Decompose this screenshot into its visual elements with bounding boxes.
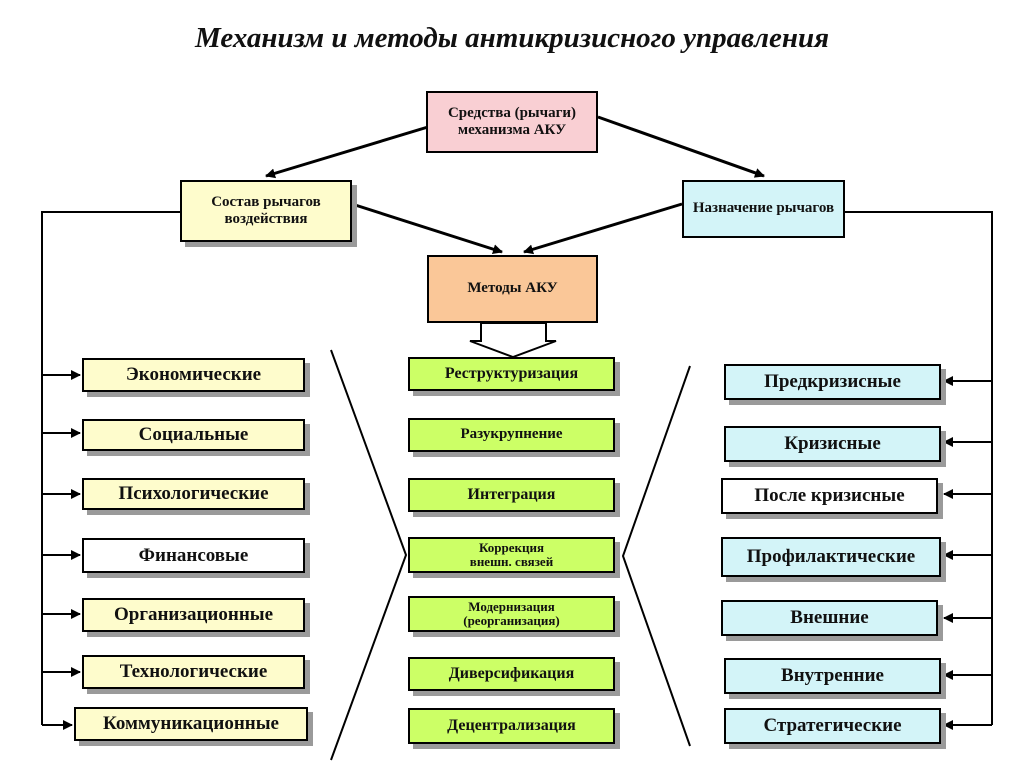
left-item: Технологические <box>82 655 305 689</box>
left-item-label: Социальные <box>138 424 249 446</box>
center-item-label: Коррекция внешн. связей <box>469 540 554 569</box>
left-item: Коммуникационные <box>74 707 308 741</box>
right-item: Внутренние <box>724 658 941 694</box>
right-item: После кризисные <box>721 478 938 514</box>
center-item-label: Реструктуризация <box>444 364 579 382</box>
purpose-box: Назначение рычагов <box>682 180 845 238</box>
left-angle-bracket <box>330 349 408 761</box>
arrow-means-to-purpose <box>597 115 765 178</box>
right-item: Кризисные <box>724 426 941 462</box>
methods-box: Методы АКУ <box>427 255 598 323</box>
center-item-label: Диверсификация <box>448 664 575 682</box>
purpose-label: Назначение рычагов <box>692 200 835 217</box>
left-item-label: Психологические <box>118 483 269 505</box>
left-item-label: Экономические <box>125 364 262 386</box>
arrow-purpose-to-methods <box>523 202 683 255</box>
right-item-label: Предкризисные <box>764 371 901 393</box>
left-item-label: Технологические <box>119 661 268 683</box>
means-box: Средства (рычаги) механизма АКУ <box>426 91 598 153</box>
left-item: Финансовые <box>82 538 305 573</box>
center-item: Коррекция внешн. связей <box>408 537 615 573</box>
right-item-label: Стратегические <box>763 715 902 737</box>
methods-down-arrow <box>469 322 557 359</box>
right-item: Профилактические <box>721 537 941 577</box>
page-title: Механизм и методы антикризисного управле… <box>194 22 830 54</box>
center-item: Реструктуризация <box>408 357 615 391</box>
arrow-means-to-composition <box>265 125 429 179</box>
left-item-label: Организационные <box>113 604 274 626</box>
center-item-label: Децентрализация <box>447 716 576 734</box>
composition-box: Состав рычагов воздействия <box>180 180 352 242</box>
center-item: Диверсификация <box>408 657 615 691</box>
left-item-label: Финансовые <box>138 544 249 566</box>
left-item-label: Коммуникационные <box>103 713 279 735</box>
left-item: Экономические <box>82 358 305 392</box>
right-item-label: Внешние <box>790 607 869 629</box>
right-item: Внешние <box>721 600 938 636</box>
right-angle-bracket <box>621 365 691 747</box>
center-item-label: Интеграция <box>467 485 556 503</box>
left-item: Психологические <box>82 478 305 510</box>
arrow-composition-to-methods <box>351 202 503 255</box>
center-item-label: Разукрупнение <box>460 426 563 443</box>
center-item: Децентрализация <box>408 708 615 744</box>
means-label: Средства (рычаги) механизма АКУ <box>447 104 577 138</box>
methods-label: Методы АКУ <box>467 280 558 297</box>
composition-label: Состав рычагов воздействия <box>211 193 321 227</box>
center-item-label: Модернизация (реорганизация) <box>463 599 560 628</box>
right-item-label: Внутренние <box>781 665 884 687</box>
left-item: Организационные <box>82 598 305 632</box>
right-bracket-line <box>845 211 993 725</box>
center-item: Разукрупнение <box>408 418 615 452</box>
left-item: Социальные <box>82 419 305 451</box>
left-bracket-line <box>41 211 180 725</box>
right-item: Предкризисные <box>724 364 941 400</box>
center-item: Модернизация (реорганизация) <box>408 596 615 632</box>
right-item-label: После кризисные <box>754 485 905 507</box>
center-item: Интеграция <box>408 478 615 512</box>
right-item: Стратегические <box>724 708 941 744</box>
right-item-label: Профилактические <box>746 546 916 568</box>
right-item-label: Кризисные <box>784 433 881 455</box>
